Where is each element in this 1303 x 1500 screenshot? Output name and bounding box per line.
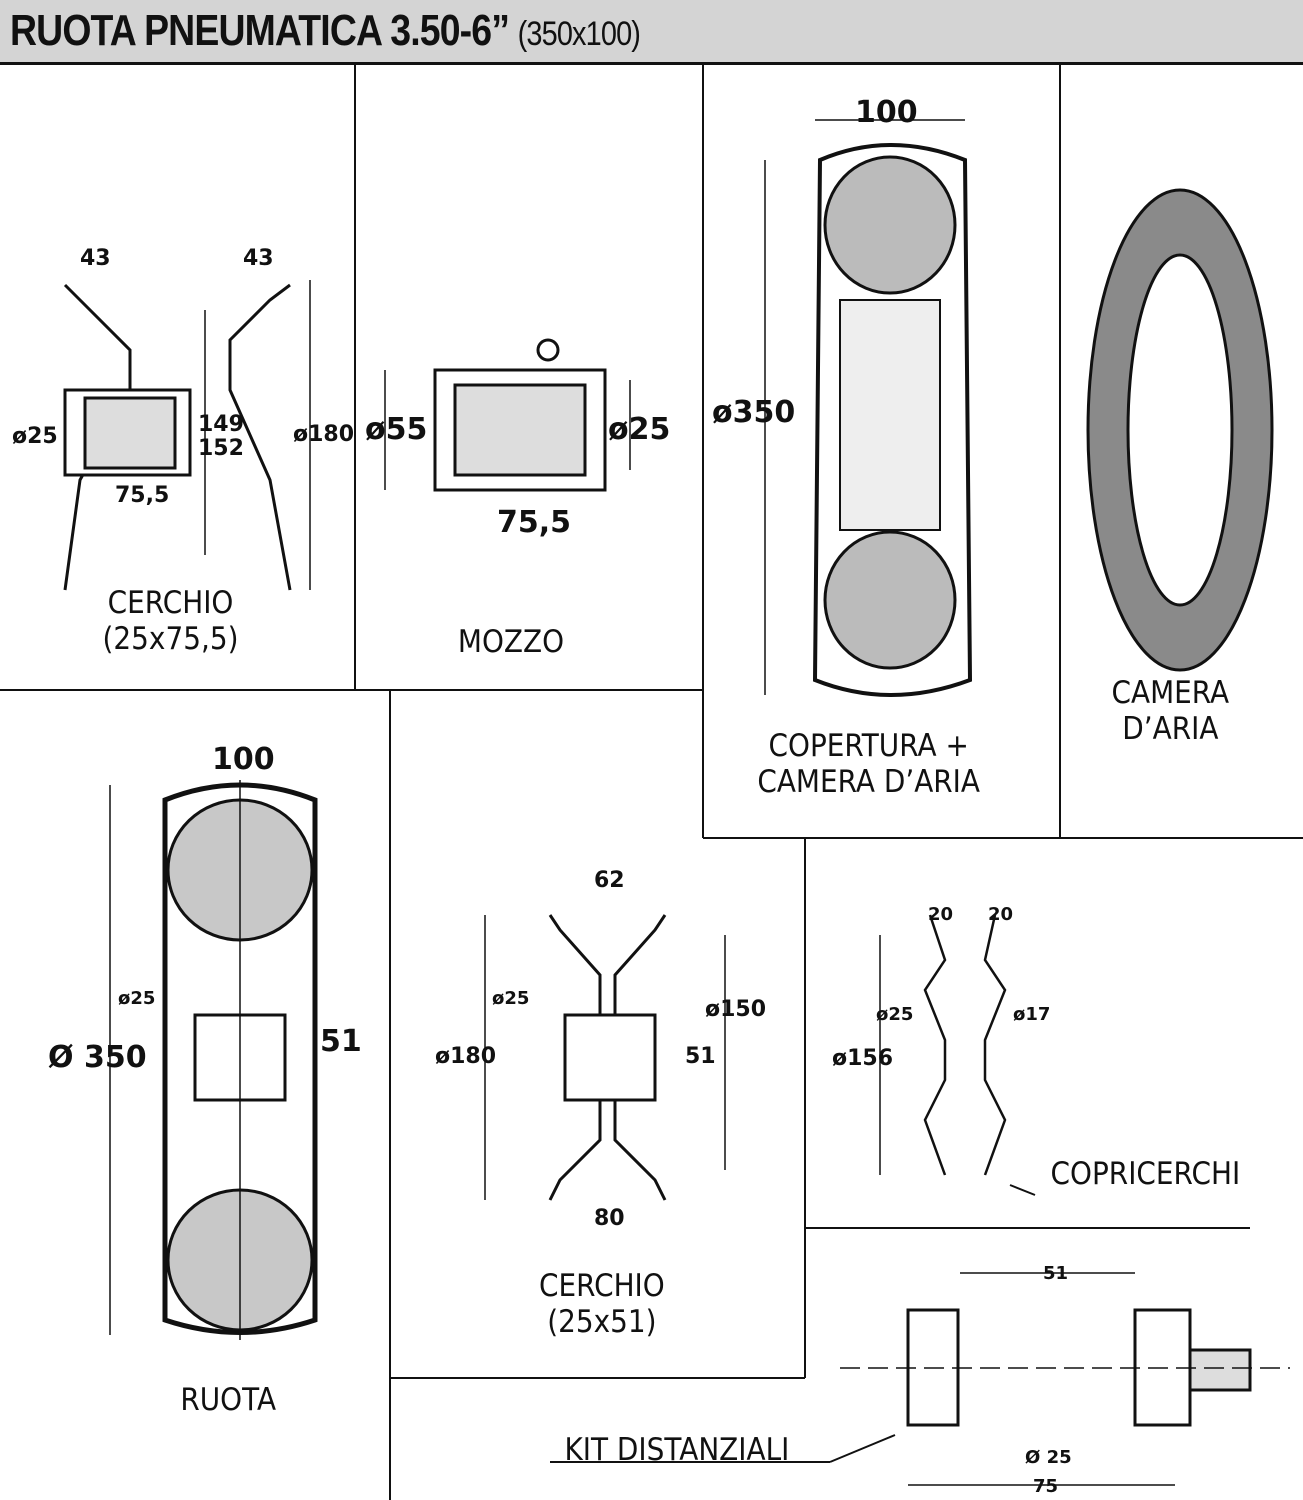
tire-name: COPERTURA +: [768, 728, 969, 764]
hubcap-label: COPRICERCHI: [1050, 1156, 1241, 1192]
dim-label: 152: [198, 436, 244, 461]
inner-tube-name-1: CAMERA: [1111, 675, 1230, 711]
dim-label: ø17: [1013, 1004, 1051, 1025]
inner-tube-name-2: D’ARIA: [1122, 711, 1219, 747]
spacer-kit-drawing: [550, 1272, 1290, 1486]
dim-label: ø25: [118, 988, 156, 1009]
dim-label: 62: [594, 868, 625, 893]
dim-label: 51: [1043, 1263, 1069, 1284]
page-title: RUOTA PNEUMATICA 3.50-6”(350x100): [10, 6, 641, 56]
dim-label: 20: [928, 904, 954, 925]
dim-label: 43: [243, 246, 274, 271]
dim-label: Ø 25: [1025, 1447, 1072, 1468]
rim-2-label: CERCHIO(25x51): [539, 1268, 665, 1340]
tire-tube-name: CAMERA D’ARIA: [757, 764, 980, 800]
hub-label: MOZZO: [457, 624, 565, 660]
rim-1-name: CERCHIO: [107, 585, 234, 621]
spacer-kit-label: KIT DISTANZIALI: [564, 1432, 790, 1468]
dim-label: Ø 350: [48, 1040, 147, 1075]
dim-label: 149: [198, 412, 244, 437]
rim-1-label: CERCHIO(25x75,5): [103, 585, 239, 657]
title-bar: RUOTA PNEUMATICA 3.50-6”(350x100): [0, 0, 1303, 65]
dim-label: ø25: [876, 1004, 914, 1025]
dim-label: ø156: [832, 1046, 894, 1071]
dim-label: ø350: [712, 395, 796, 430]
rim-1-size: (25x75,5): [102, 621, 239, 657]
tire-label: COPERTURA +CAMERA D’ARIA: [757, 728, 980, 800]
dim-label: 75,5: [497, 505, 572, 540]
title-text: RUOTA PNEUMATICA 3.50-6”: [10, 6, 510, 55]
dim-label: 51: [320, 1024, 362, 1059]
dim-label: ø25: [608, 412, 671, 447]
wheel-drawing: [109, 780, 318, 1340]
inner-tube-drawing: [1086, 188, 1274, 672]
dim-label: ø150: [705, 997, 767, 1022]
dim-label: ø180: [435, 1044, 497, 1069]
dim-label: ø25: [492, 988, 530, 1009]
rim-drawing-2: [484, 914, 726, 1201]
dim-label: ø25: [12, 424, 58, 449]
dim-label: 80: [594, 1206, 625, 1231]
rim-2-size: (25x51): [547, 1304, 657, 1340]
dim-label: 75: [1033, 1476, 1059, 1497]
wheel-label: RUOTA: [180, 1382, 277, 1418]
rim-drawing-1: [63, 280, 311, 591]
dim-label: 75,5: [115, 483, 170, 508]
dim-label: ø180: [293, 422, 355, 447]
dim-label: 20: [988, 904, 1014, 925]
hub-drawing: [384, 338, 631, 492]
dim-label: ø55: [365, 412, 428, 447]
dim-label: 51: [685, 1044, 716, 1069]
rim-2-name: CERCHIO: [538, 1268, 665, 1304]
tire-section-drawing: [764, 119, 973, 697]
title-size: (350x100): [517, 15, 641, 53]
dim-label: 100: [855, 95, 918, 130]
dim-label: 43: [80, 246, 111, 271]
hubcap-drawing: [879, 914, 1036, 1196]
dim-label: 100: [212, 742, 275, 777]
panel-borders: [0, 64, 1303, 1500]
